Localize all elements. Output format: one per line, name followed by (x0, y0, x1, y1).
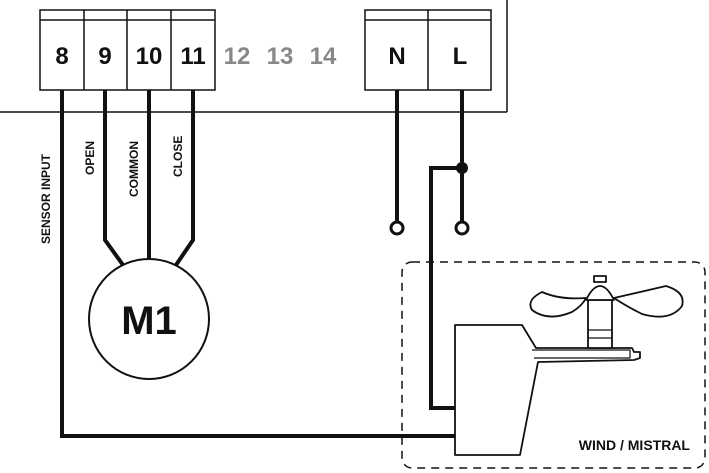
terminal-9: 9 (98, 43, 111, 70)
junction-dot (456, 162, 468, 174)
terminal-14: 14 (310, 43, 337, 70)
wire-l-branch (429, 166, 462, 410)
label-sensor-input: SENSOR INPUT (39, 153, 53, 244)
terminal-11: 11 (180, 43, 205, 70)
label-open: OPEN (83, 141, 97, 175)
motor-label: M1 (121, 299, 177, 343)
terminal-8: 8 (55, 43, 68, 70)
wire-open (103, 90, 125, 267)
terminal-ring-n (389, 220, 405, 236)
wires (60, 90, 464, 438)
terminal-n: N (388, 43, 405, 70)
terminal-13: 13 (267, 43, 294, 70)
terminal-l: L (453, 43, 468, 70)
label-common: COMMON (127, 141, 141, 197)
terminal-12: 12 (224, 43, 251, 70)
motor-circle (88, 258, 210, 380)
terminal-10: 10 (136, 43, 163, 70)
terminal-block-power (364, 9, 492, 91)
terminal-block-left (39, 9, 216, 91)
wire-close (174, 90, 195, 267)
control-board-outline (0, 0, 508, 113)
terminal-ring-l (454, 220, 470, 236)
device-enclosure (401, 261, 706, 469)
anemometer-icon (454, 275, 684, 456)
wire-sensor-input (60, 90, 455, 438)
device-label: WIND / MISTRAL (579, 437, 691, 453)
label-close: CLOSE (171, 136, 185, 177)
